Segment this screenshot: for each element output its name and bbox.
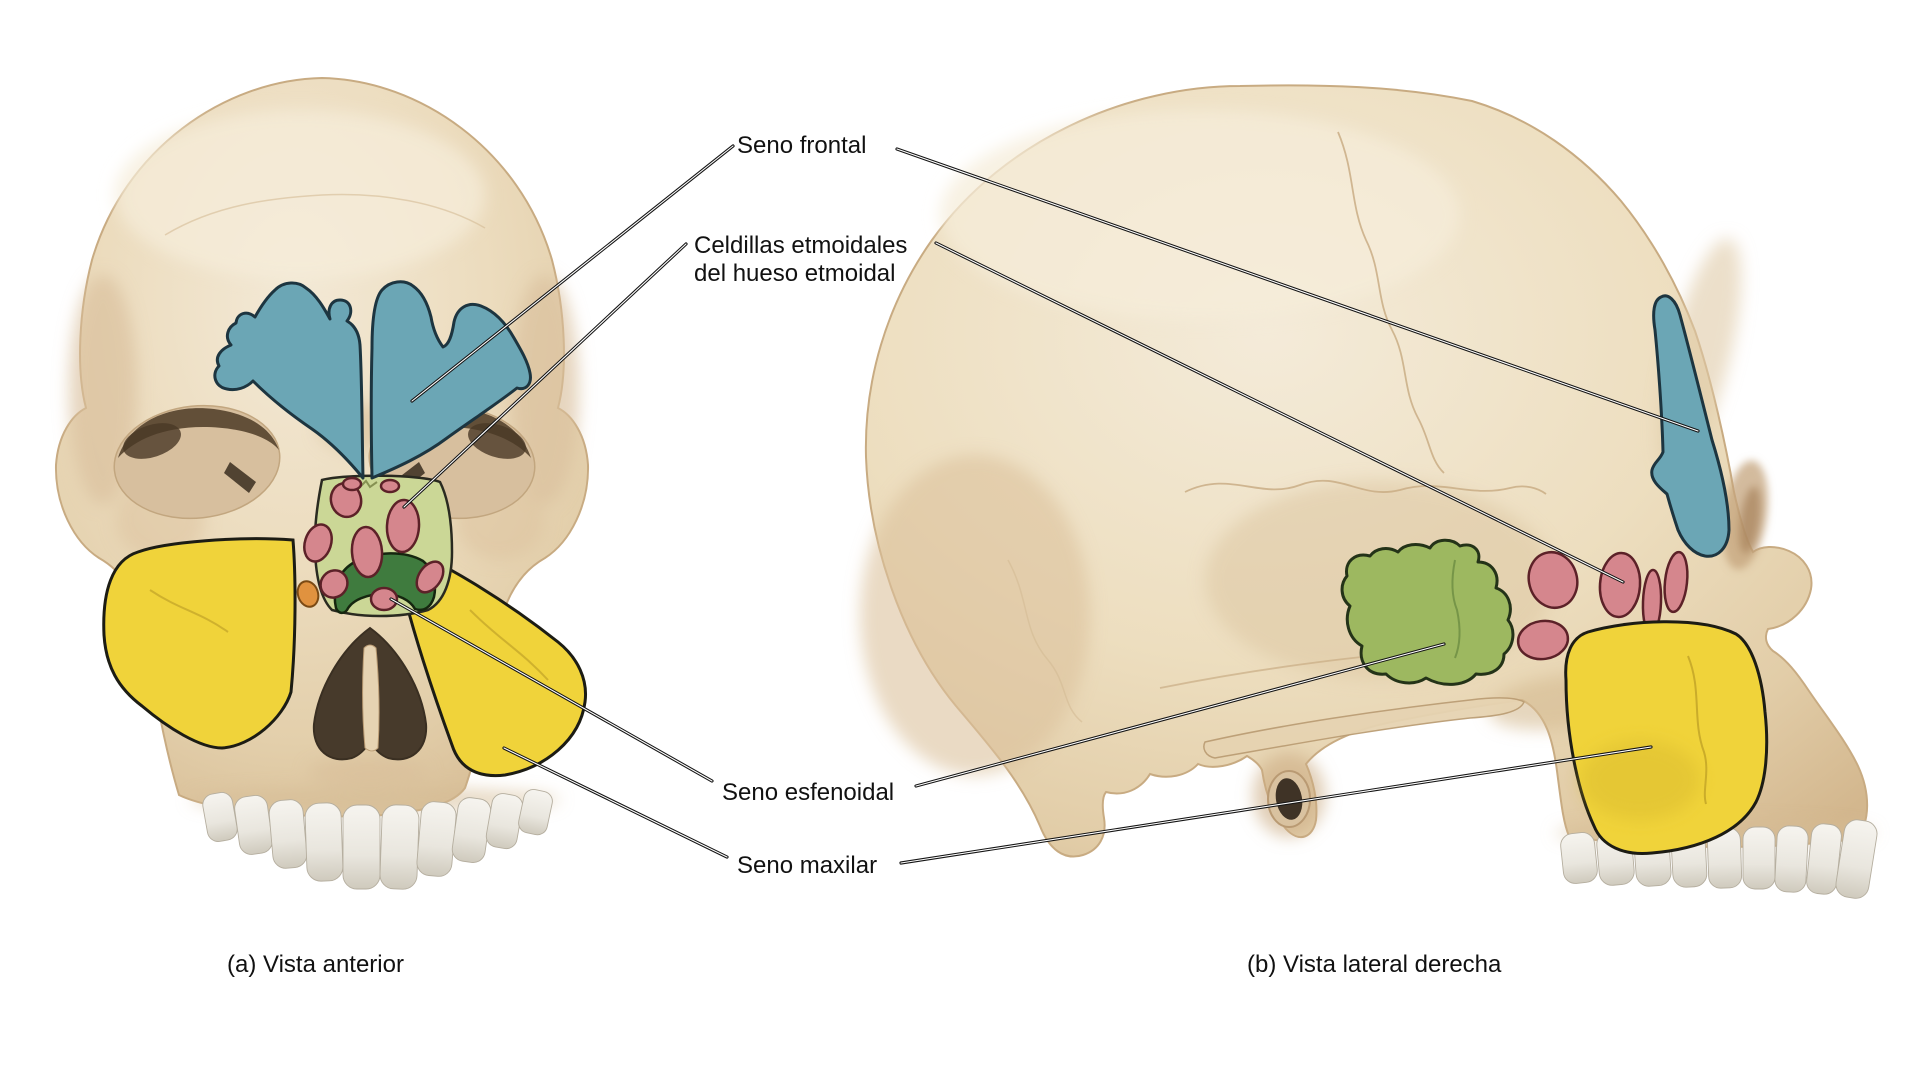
maxillary-sinus-shade <box>1580 740 1700 820</box>
orbital-fissure <box>224 462 256 493</box>
label-celdillas-etmoidales-line1: Celdillas etmoidales <box>694 232 907 259</box>
tooth <box>1742 826 1776 890</box>
tooth <box>342 804 381 890</box>
ear-canal-opening <box>1275 778 1303 820</box>
lambdoid-suture <box>1007 559 1083 723</box>
lateral-sutures <box>1007 131 1547 723</box>
ear-canal <box>1267 770 1311 828</box>
label-seno-esfenoidal: Seno esfenoidal <box>722 779 894 806</box>
squamosal-suture <box>1184 479 1547 495</box>
orbit-shadow <box>1739 486 1761 554</box>
shade <box>940 110 1460 320</box>
tooth <box>416 801 457 877</box>
zygomatic-arch-bone <box>1203 697 1525 759</box>
tooth <box>1774 825 1809 893</box>
caption-vista-lateral-derecha: (b) Vista lateral derecha <box>1247 951 1502 978</box>
coronal-suture <box>1337 131 1445 474</box>
label-celdillas-etmoidales-line2: del hueso etmoidal <box>694 260 895 287</box>
frontal-sinus-overlay-anterior-right-lobe <box>369 280 532 480</box>
tooth <box>1560 832 1598 884</box>
ethmoidal-cell <box>319 569 349 599</box>
ethmoidal-cell <box>303 523 333 563</box>
ethmoidal-cell <box>1516 619 1570 661</box>
nasal-aperture <box>312 626 428 761</box>
leader-line-core <box>935 242 1624 583</box>
ethmoidal-cell <box>385 498 421 554</box>
tooth <box>1806 823 1842 895</box>
leader-line-core <box>900 746 1652 864</box>
leader-line-core <box>403 243 687 508</box>
orange-marker <box>296 580 320 608</box>
tooth <box>202 792 238 842</box>
shade <box>860 455 1090 775</box>
leader-line-core <box>896 148 1699 432</box>
tooth <box>1835 819 1878 899</box>
label-seno-maxilar: Seno maxilar <box>737 852 877 879</box>
shade <box>308 758 428 786</box>
ethmoidal-cell <box>369 586 399 612</box>
frontal-sinus-overlay-anterior-left-lobe <box>213 281 365 480</box>
lateral-orbit-shadow <box>1721 460 1769 570</box>
maxillary-sinus-overlay-left <box>102 537 297 750</box>
leader-line-core <box>390 598 713 782</box>
ethmoidal-cell <box>329 481 363 519</box>
upper-teeth-anterior <box>202 788 553 890</box>
tooth <box>268 799 308 869</box>
frontal-sinus-overlay-lateral <box>1650 294 1731 558</box>
ethmoidal-cells-anterior <box>303 476 445 612</box>
sphenoidal-sinus-lateral <box>1340 538 1515 686</box>
left-orbit <box>113 404 281 520</box>
tooth <box>304 802 344 882</box>
ethmoidal-cell <box>1527 550 1579 610</box>
orbit-shadow <box>123 423 181 459</box>
maxillary-sinus-crack-right <box>469 609 549 681</box>
anterior-skull-view <box>54 76 590 890</box>
orbit-shadow <box>118 408 279 458</box>
maxillary-sinus-overlay-lateral <box>1564 620 1769 856</box>
leader-line-core <box>503 747 728 858</box>
label-seno-frontal: Seno frontal <box>737 132 866 159</box>
ethmoidal-cell <box>350 525 384 579</box>
ethmoidal-cell <box>1663 550 1689 614</box>
ethmoidal-cell <box>341 476 363 492</box>
maxillary-sinus-crack-lateral <box>1687 655 1708 805</box>
leader-line-core <box>915 643 1445 787</box>
shade <box>115 110 485 280</box>
maxillary-sinus-crack-left <box>149 589 229 633</box>
annotation-labels: Seno frontal Celdillas etmoidales del hu… <box>227 132 1502 978</box>
tooth <box>379 804 420 890</box>
ethmoidal-cell <box>379 478 401 494</box>
lateral-skull-view <box>860 84 1878 899</box>
leader-line-core <box>411 145 734 402</box>
leader-lines <box>389 144 1700 865</box>
sphenoid-crease <box>1451 559 1461 659</box>
nasal-septum <box>362 644 380 752</box>
ethmoidal-cell <box>1598 551 1642 619</box>
tooth <box>518 788 553 836</box>
caption-vista-anterior: (a) Vista anterior <box>227 951 404 978</box>
ethmoidal-cell <box>415 560 445 594</box>
coronal-suture-anterior <box>164 193 486 236</box>
